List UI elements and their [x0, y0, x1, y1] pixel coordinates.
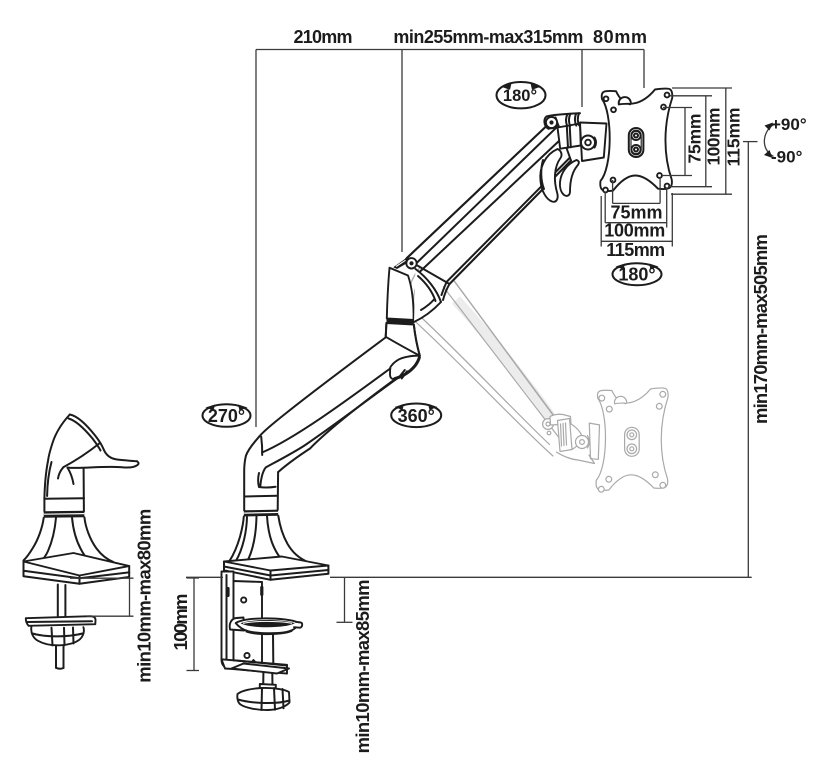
svg-text:180°: 180°: [503, 87, 537, 105]
svg-text:100mm: 100mm: [170, 594, 191, 651]
svg-text:-90°: -90°: [771, 148, 803, 167]
svg-text:115mm: 115mm: [724, 108, 744, 167]
svg-text:min10mm-max80mm: min10mm-max80mm: [133, 509, 154, 683]
svg-text:360°: 360°: [398, 406, 435, 426]
svg-text:75mm: 75mm: [685, 114, 705, 164]
svg-text:min10mm-max85mm: min10mm-max85mm: [352, 579, 373, 753]
svg-text:180°: 180°: [618, 265, 655, 285]
svg-text:115mm: 115mm: [606, 240, 665, 260]
svg-text:80mm: 80mm: [593, 27, 647, 47]
svg-text:100mm: 100mm: [704, 108, 724, 166]
svg-text:75mm: 75mm: [611, 203, 663, 223]
svg-text:+90°: +90°: [771, 115, 807, 134]
svg-text:min255mm-max315mm: min255mm-max315mm: [393, 27, 583, 47]
svg-text:100mm: 100mm: [604, 221, 665, 241]
svg-text:min170mm-max505mm: min170mm-max505mm: [750, 234, 771, 424]
svg-text:270°: 270°: [208, 406, 245, 426]
svg-text:210mm: 210mm: [294, 27, 353, 47]
